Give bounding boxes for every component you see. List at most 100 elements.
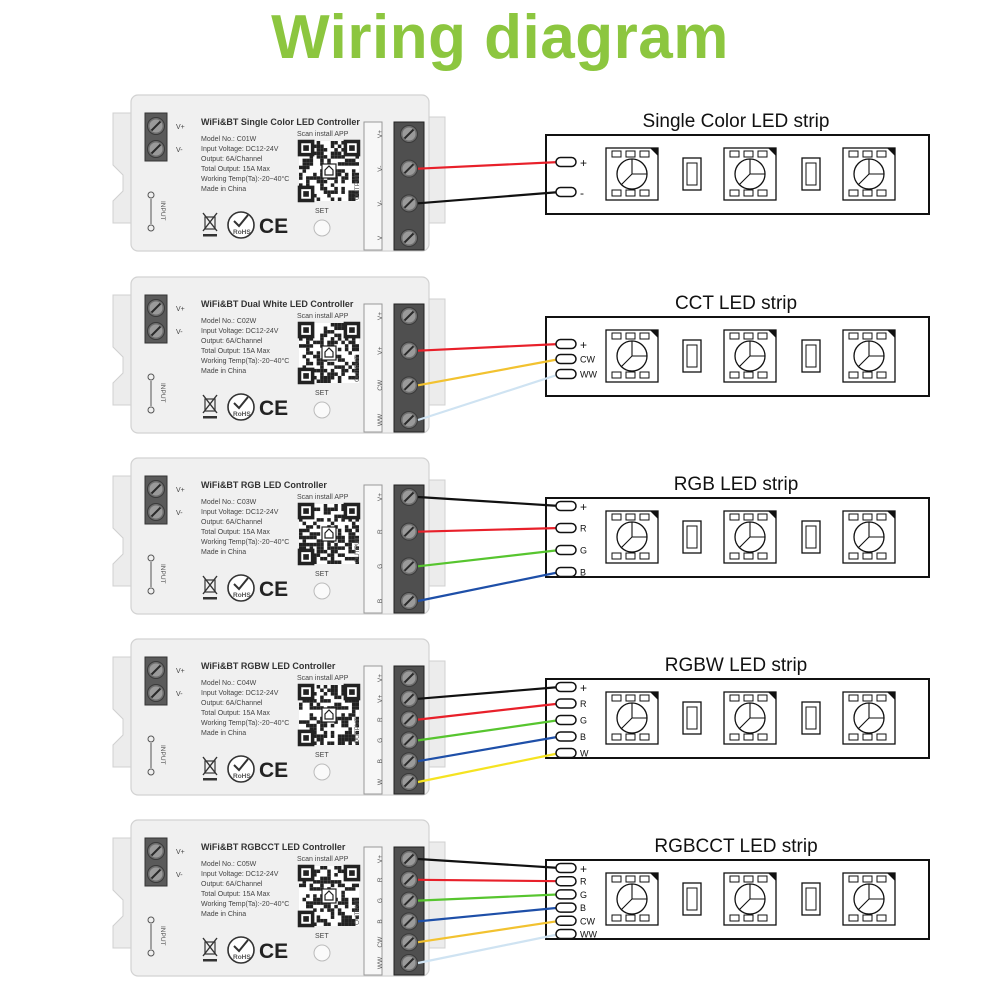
led-die bbox=[738, 703, 765, 730]
qr-module bbox=[355, 546, 359, 550]
qr-finder bbox=[297, 683, 315, 701]
qr-module bbox=[330, 323, 335, 327]
qr-module bbox=[334, 141, 338, 145]
weee-bar-icon bbox=[203, 597, 217, 600]
qr-module bbox=[309, 542, 314, 547]
qr-module bbox=[341, 169, 345, 173]
qr-module bbox=[313, 560, 317, 564]
qr-module bbox=[330, 688, 335, 693]
qr-module bbox=[306, 901, 310, 905]
qr-module bbox=[299, 706, 303, 710]
led-pad bbox=[848, 150, 859, 158]
qr-module bbox=[334, 372, 338, 376]
qr-module bbox=[316, 358, 321, 362]
qr-module bbox=[355, 172, 359, 177]
resistor-body bbox=[805, 887, 817, 911]
qr-module bbox=[327, 546, 331, 550]
qr-module bbox=[348, 197, 352, 201]
output-rating: Output: 6A/Channel bbox=[201, 156, 263, 163]
qr-module bbox=[337, 869, 342, 874]
qr-module bbox=[344, 734, 349, 738]
screw-slot bbox=[403, 561, 415, 572]
wire bbox=[417, 751, 561, 784]
terminal-label: V+ bbox=[377, 674, 384, 682]
qr-module bbox=[320, 688, 324, 693]
pad-label: G bbox=[580, 890, 587, 900]
led-chip-notch bbox=[768, 330, 776, 338]
qr-module bbox=[355, 368, 359, 373]
qr-module bbox=[341, 535, 345, 540]
pad-label: B bbox=[580, 732, 586, 742]
home-icon bbox=[324, 165, 334, 176]
qr-module bbox=[351, 713, 356, 717]
solder-pad bbox=[555, 338, 577, 350]
qr-finder-center bbox=[303, 191, 309, 197]
output-label-strip bbox=[363, 303, 383, 433]
screw-slot bbox=[403, 853, 415, 865]
qr-module bbox=[323, 685, 328, 689]
qr-module bbox=[323, 880, 328, 884]
qr-module bbox=[348, 727, 352, 731]
qr-module bbox=[344, 162, 349, 166]
qr-module bbox=[323, 148, 328, 152]
screw-slot bbox=[403, 714, 415, 725]
terminal-label: V+ bbox=[377, 855, 384, 863]
resistor-body bbox=[805, 162, 817, 186]
scan-label: Scan install APP bbox=[297, 494, 349, 501]
screw-slot bbox=[403, 345, 415, 356]
led-pad bbox=[862, 513, 873, 521]
screw-slot bbox=[403, 595, 415, 607]
qr-module bbox=[334, 514, 338, 519]
led-die bbox=[620, 884, 647, 911]
led-chip-notch bbox=[650, 873, 658, 881]
qr-module bbox=[323, 734, 328, 738]
led-pad bbox=[743, 733, 754, 741]
qr-module bbox=[316, 141, 321, 145]
qr-module bbox=[337, 323, 342, 327]
qr-module bbox=[323, 556, 328, 561]
qr-module bbox=[313, 144, 317, 149]
led-chip-notch bbox=[887, 873, 895, 881]
screw-slot bbox=[403, 776, 415, 788]
qr-module bbox=[351, 922, 356, 926]
led-pad bbox=[729, 552, 740, 560]
polarity-plus-icon bbox=[147, 916, 155, 924]
qr-module bbox=[313, 542, 317, 547]
led-pad bbox=[743, 332, 754, 340]
qr-module bbox=[337, 347, 342, 352]
qr-module bbox=[309, 713, 314, 717]
qr-module bbox=[341, 688, 345, 693]
solder-pad bbox=[555, 862, 577, 874]
qr-module bbox=[341, 741, 345, 745]
qr-module bbox=[344, 344, 349, 348]
qr-module bbox=[309, 699, 314, 703]
qr-module bbox=[306, 525, 310, 529]
solder-pad bbox=[555, 731, 577, 742]
qr-module bbox=[351, 918, 356, 923]
pad-label: B bbox=[580, 568, 586, 578]
led-pad bbox=[848, 189, 859, 197]
qr-module bbox=[337, 532, 342, 536]
terminal-label: V+ bbox=[377, 493, 384, 501]
qr-module bbox=[306, 162, 310, 166]
qr-module bbox=[344, 716, 349, 721]
led-die bbox=[620, 341, 647, 368]
qr-module bbox=[309, 351, 314, 355]
led-pad bbox=[757, 150, 768, 158]
led-pad bbox=[729, 914, 740, 922]
qr-module bbox=[302, 365, 307, 369]
qr-module bbox=[302, 699, 307, 703]
qr-module bbox=[344, 723, 349, 728]
qr-module bbox=[337, 197, 342, 201]
screw-slot bbox=[150, 506, 162, 518]
wire bbox=[417, 857, 561, 870]
led-pad bbox=[625, 150, 636, 158]
qr-module bbox=[348, 535, 352, 540]
qr-module bbox=[337, 169, 342, 173]
qr-module bbox=[355, 528, 359, 533]
qr-module bbox=[316, 737, 321, 742]
screw-slot bbox=[403, 672, 415, 684]
qr-module bbox=[316, 546, 321, 550]
solder-pad bbox=[555, 902, 577, 913]
qr-module bbox=[316, 361, 321, 366]
